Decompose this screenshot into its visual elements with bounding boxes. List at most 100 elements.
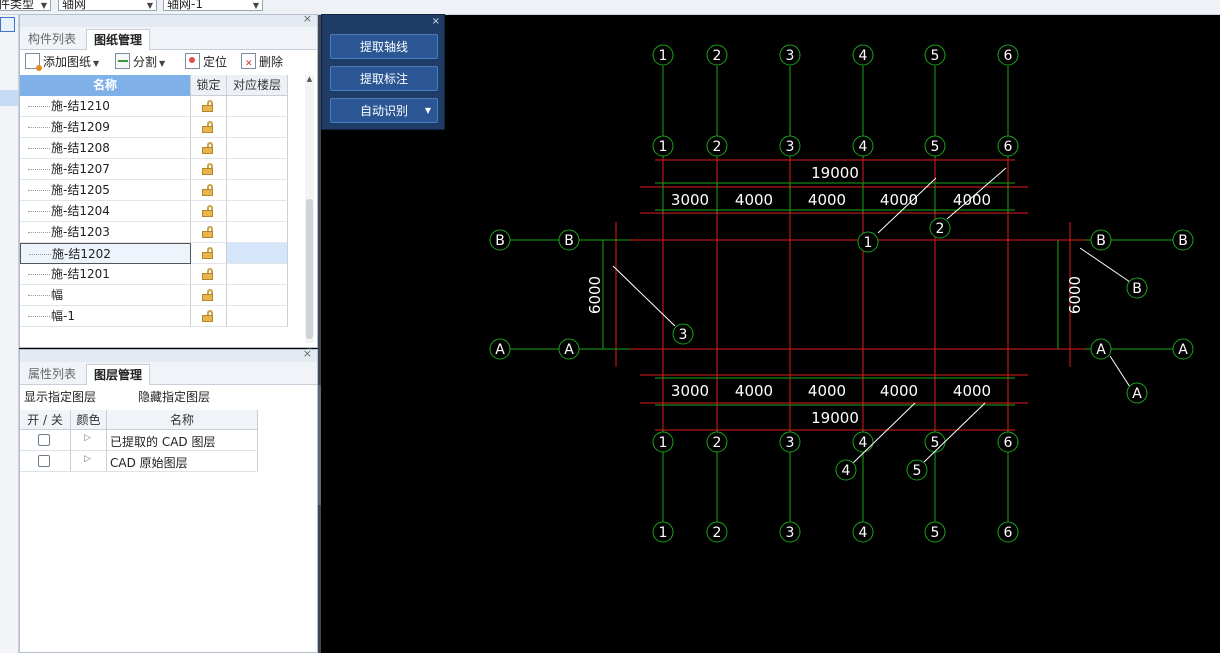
auto-recognize-button[interactable]: 自动识别▼ (330, 98, 438, 123)
row-lock-cell[interactable] (191, 285, 227, 306)
axis-bubble-1[interactable] (652, 135, 674, 157)
row-name-cell[interactable]: 施-结1204 (20, 201, 191, 222)
axis-bubble-B[interactable] (558, 229, 580, 251)
leader-bubble[interactable] (929, 217, 951, 239)
unlock-icon[interactable] (202, 205, 215, 217)
row-lock-cell[interactable] (191, 222, 227, 243)
axis-bubble-5[interactable] (924, 44, 946, 66)
unlock-icon[interactable] (202, 247, 215, 259)
axis-bubble-A[interactable] (1090, 338, 1112, 360)
row-name-cell[interactable]: 施-结1208 (20, 138, 191, 159)
row-lock-cell[interactable] (191, 306, 227, 327)
row-floor-cell[interactable] (227, 96, 288, 117)
layer-visibility-checkbox[interactable] (38, 434, 50, 446)
row-name-cell[interactable]: 施-结1207 (20, 159, 191, 180)
table-row[interactable]: 施-结1205 (20, 180, 288, 201)
row-lock-cell[interactable] (191, 180, 227, 201)
axis-bubble-3[interactable] (779, 135, 801, 157)
leader-bubble[interactable] (835, 459, 857, 481)
row-floor-cell[interactable] (227, 138, 288, 159)
axis-bubble-B[interactable] (1090, 229, 1112, 251)
axis-bubble-6[interactable] (997, 135, 1019, 157)
axis-bubble-B[interactable] (489, 229, 511, 251)
unlock-icon[interactable] (202, 184, 215, 196)
category-combo[interactable]: 轴网▼ (58, 0, 157, 11)
unlock-icon[interactable] (202, 163, 215, 175)
tab-property-list[interactable]: 属性列表 (28, 367, 77, 381)
row-floor-cell[interactable] (227, 285, 288, 306)
axis-bubble-6[interactable] (997, 431, 1019, 453)
axis-bubble-A[interactable] (489, 338, 511, 360)
splitter-handle[interactable] (318, 385, 321, 505)
layer-row[interactable]: ▷CAD 原始图层 (20, 451, 258, 472)
row-lock-cell[interactable] (191, 201, 227, 222)
row-name-cell[interactable]: 施-结1203 (20, 222, 191, 243)
table-row[interactable]: 幅 (20, 285, 288, 306)
row-name-cell[interactable]: 施-结1210 (20, 96, 191, 117)
delete-button[interactable]: 删除 (241, 53, 283, 73)
close-icon[interactable]: × (302, 12, 312, 25)
row-floor-cell[interactable] (227, 159, 288, 180)
axis-bubble-A[interactable] (1172, 338, 1194, 360)
close-icon[interactable]: × (302, 347, 312, 360)
row-floor-cell[interactable] (227, 180, 288, 201)
row-name-cell[interactable]: 施-结1202 (20, 243, 191, 264)
axis-bubble-5[interactable] (924, 521, 946, 543)
axis-bubble-3[interactable] (779, 521, 801, 543)
show-layers-button[interactable]: 显示指定图层 (24, 390, 97, 404)
grid-combo[interactable]: 轴网-1▼ (163, 0, 263, 11)
row-floor-cell[interactable] (227, 243, 288, 264)
tab-layer-manager[interactable]: 图层管理 (86, 364, 151, 385)
axis-bubble-3[interactable] (779, 44, 801, 66)
close-icon[interactable]: × (431, 16, 440, 27)
row-floor-cell[interactable] (227, 117, 288, 138)
axis-bubble-6[interactable] (997, 44, 1019, 66)
layer-visibility-checkbox[interactable] (38, 455, 50, 467)
column-lock[interactable]: 锁定 (191, 75, 227, 96)
nav-toggle-icon[interactable] (0, 17, 15, 32)
hide-layers-button[interactable]: 隐藏指定图层 (138, 390, 211, 404)
row-floor-cell[interactable] (227, 201, 288, 222)
leader-bubble[interactable] (857, 231, 879, 253)
row-floor-cell[interactable] (227, 306, 288, 327)
table-row[interactable]: 施-结1210 (20, 96, 288, 117)
table-row[interactable]: 施-结1207 (20, 159, 288, 180)
extract-dimension-button[interactable]: 提取标注 (330, 66, 438, 91)
axis-bubble-3[interactable] (779, 431, 801, 453)
table-row[interactable]: 施-结1208 (20, 138, 288, 159)
axis-bubble-2[interactable] (706, 521, 728, 543)
component-type-combo[interactable]: 件类型▼ (0, 0, 51, 11)
row-lock-cell[interactable] (191, 243, 227, 264)
axis-bubble-2[interactable] (706, 431, 728, 453)
tab-component-list[interactable]: 构件列表 (28, 32, 77, 46)
unlock-icon[interactable] (202, 100, 215, 112)
expand-triangle-icon[interactable]: ▷ (84, 454, 91, 464)
axis-bubble-1[interactable] (652, 431, 674, 453)
panel-splitter[interactable] (318, 15, 321, 653)
table-row[interactable]: 施-结1201 (20, 264, 288, 285)
row-lock-cell[interactable] (191, 96, 227, 117)
axis-bubble-4[interactable] (852, 135, 874, 157)
extract-axis-button[interactable]: 提取轴线 (330, 34, 438, 59)
locate-button[interactable]: 定位 (185, 53, 227, 71)
row-floor-cell[interactable] (227, 264, 288, 285)
row-lock-cell[interactable] (191, 159, 227, 180)
axis-bubble-6[interactable] (997, 521, 1019, 543)
row-floor-cell[interactable] (227, 222, 288, 243)
axis-bubble-4[interactable] (852, 44, 874, 66)
unlock-icon[interactable] (202, 310, 215, 322)
row-lock-cell[interactable] (191, 138, 227, 159)
row-name-cell[interactable]: 施-结1205 (20, 180, 191, 201)
leader-bubble[interactable] (906, 459, 928, 481)
row-name-cell[interactable]: 施-结1201 (20, 264, 191, 285)
unlock-icon[interactable] (202, 268, 215, 280)
axis-bubble-B[interactable] (1172, 229, 1194, 251)
table-row[interactable]: 施-结1204 (20, 201, 288, 222)
table-row[interactable]: 施-结1203 (20, 222, 288, 243)
row-name-cell[interactable]: 幅 (20, 285, 191, 306)
nav-strip-selected[interactable] (0, 90, 18, 106)
scroll-thumb[interactable] (306, 199, 313, 339)
row-name-cell[interactable]: 施-结1209 (20, 117, 191, 138)
leader-bubble[interactable] (1126, 382, 1148, 404)
